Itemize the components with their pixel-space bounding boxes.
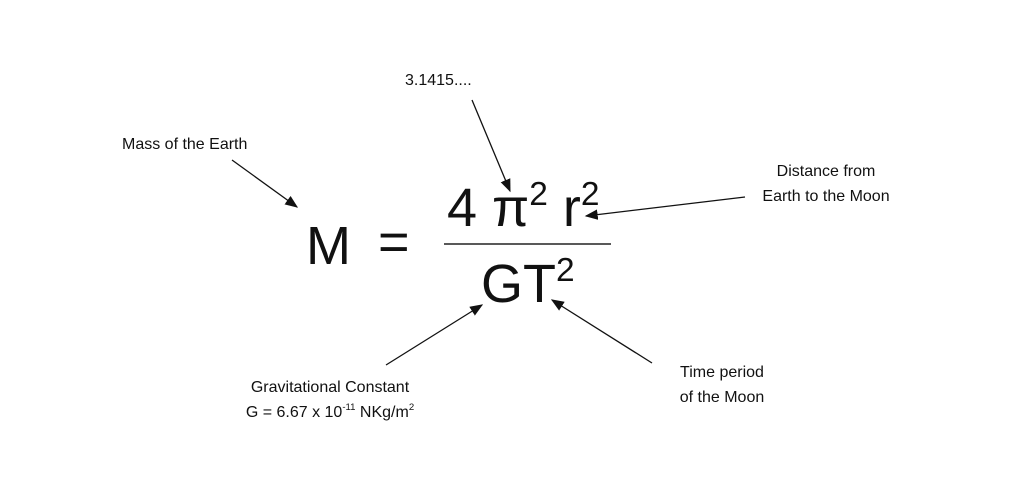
distance-label-line2: Earth to the Moon bbox=[762, 188, 890, 205]
formula-denominator: GT2 bbox=[481, 254, 575, 314]
formula-lhs: M bbox=[306, 216, 351, 276]
grav-value: G = 6.67 x 10 bbox=[245, 404, 343, 421]
distance-label-line1: Distance from bbox=[776, 163, 876, 180]
grav-label-line1: Gravitational Constant bbox=[250, 379, 410, 396]
formula-equals: = bbox=[378, 212, 410, 272]
grav-constant-label: Gravitational Constant G = 6.67 x 10-11 … bbox=[220, 375, 440, 427]
time-label-line1: Time period bbox=[680, 364, 764, 381]
den-gt: GT bbox=[481, 254, 556, 314]
arrow-t bbox=[550, 299, 653, 364]
t-exponent: 2 bbox=[556, 252, 575, 290]
formula-numerator: 4 π2 r2 bbox=[447, 178, 600, 238]
grav-unit-exponent: 2 bbox=[408, 402, 415, 414]
time-label-line2: of the Moon bbox=[679, 389, 765, 406]
mass-label: Mass of the Earth bbox=[122, 136, 248, 153]
arrow-distance bbox=[584, 196, 746, 220]
arrow-mass bbox=[231, 159, 299, 208]
arrow-g bbox=[385, 304, 484, 366]
pi-exponent: 2 bbox=[529, 176, 548, 214]
grav-exponent: -11 bbox=[342, 402, 356, 414]
num-coef: 4 π bbox=[447, 178, 530, 238]
num-r: r bbox=[547, 178, 581, 238]
grav-unit: NKg/m bbox=[355, 404, 409, 421]
r-exponent: 2 bbox=[580, 176, 600, 214]
arrow-pi bbox=[471, 99, 511, 193]
grav-label-line2: G = 6.67 x 10-11 NKg/m2 bbox=[220, 400, 440, 427]
distance-label: Distance from Earth to the Moon bbox=[740, 159, 912, 209]
time-period-label: Time period of the Moon bbox=[660, 360, 784, 410]
pi-value-label: 3.1415.... bbox=[405, 72, 472, 89]
